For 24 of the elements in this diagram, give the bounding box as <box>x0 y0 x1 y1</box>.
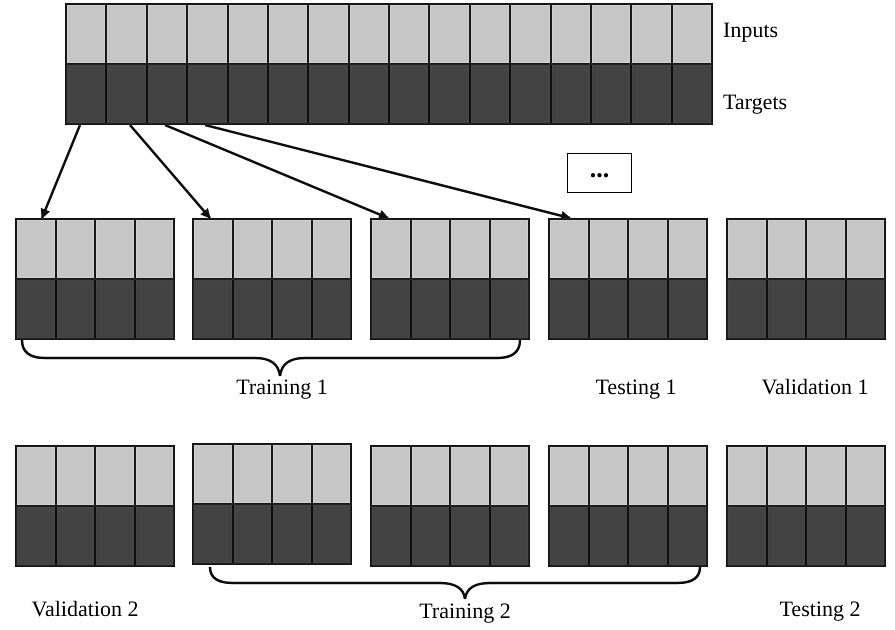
arrow <box>164 124 389 220</box>
data-block <box>192 218 352 340</box>
row-label: Inputs <box>723 19 778 41</box>
group-label: Testing 2 <box>780 598 860 620</box>
data-block <box>370 218 530 340</box>
data-block <box>192 443 352 565</box>
data-block <box>726 218 886 340</box>
data-block <box>15 218 175 340</box>
arrow <box>40 124 82 219</box>
group-label: Validation 1 <box>762 376 868 398</box>
ellipsis-box: ... <box>567 153 632 193</box>
data-block <box>548 218 708 340</box>
arrow <box>204 124 571 221</box>
group-label: Training 2 <box>419 600 511 622</box>
row-label: Targets <box>723 91 788 113</box>
group-label: Training 1 <box>236 376 328 398</box>
arrow <box>129 124 211 219</box>
group-label: Testing 1 <box>596 376 676 398</box>
data-block <box>548 445 708 567</box>
data-block <box>726 445 886 567</box>
data-block <box>370 445 530 567</box>
data-block <box>65 3 713 125</box>
data-block <box>15 445 175 567</box>
group-label: Validation 2 <box>32 598 138 620</box>
